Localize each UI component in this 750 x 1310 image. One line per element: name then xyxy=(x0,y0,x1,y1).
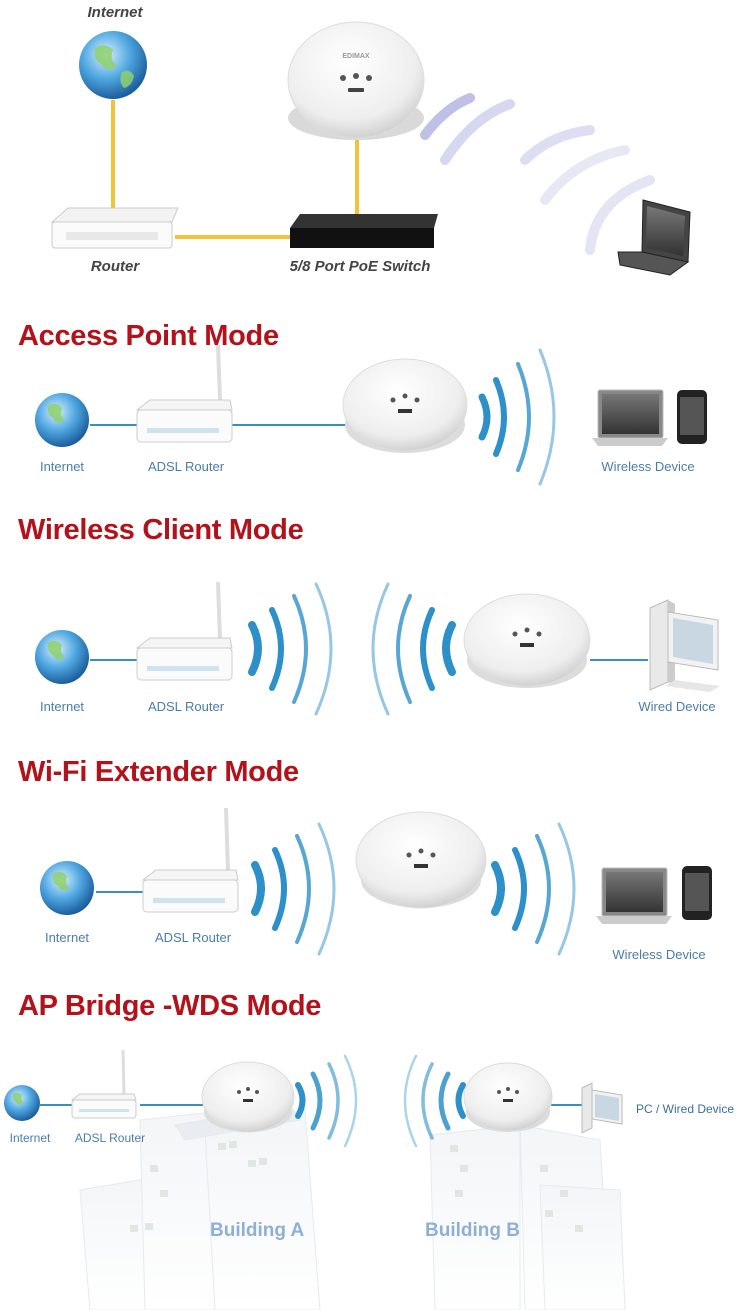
internet-label: Internet xyxy=(44,930,90,945)
wifi-extender-mode-diagram xyxy=(40,807,712,956)
wired-device-label: Wired Device xyxy=(638,699,716,714)
ap-brand-text: EDIMAX xyxy=(342,53,370,60)
internet-label: Internet xyxy=(39,699,85,714)
wireless-client-mode-diagram xyxy=(35,581,720,716)
adsl-router-label: ADSL Router xyxy=(147,459,225,474)
globe-icon xyxy=(4,1085,40,1121)
wifi-waves-icon xyxy=(420,93,655,255)
laptop-icon xyxy=(592,389,668,446)
building-icon xyxy=(79,1104,321,1310)
wireless-client-mode-title: Wireless Client Mode xyxy=(18,514,304,546)
globe-icon xyxy=(35,393,89,447)
topology-diagram: EDIMAX xyxy=(50,21,691,276)
laptop-icon xyxy=(617,199,691,276)
poe-switch-icon xyxy=(290,214,438,248)
wifi-extender-mode-title: Wi-Fi Extender Mode xyxy=(18,756,299,788)
adsl-router-label: ADSL Router xyxy=(74,1131,146,1145)
router-icon xyxy=(50,207,179,249)
globe-icon xyxy=(79,31,147,99)
access-point-mode-title: Access Point Mode xyxy=(18,320,279,352)
router-icon xyxy=(141,807,239,913)
adsl-router-label: ADSL Router xyxy=(147,699,225,714)
internet-label: Internet xyxy=(87,4,143,21)
router-icon xyxy=(70,1049,137,1119)
internet-label: Internet xyxy=(9,1131,51,1145)
wifi-waves-icon xyxy=(248,582,456,716)
wireless-device-label: Wireless Device xyxy=(612,947,706,962)
access-point-icon: EDIMAX xyxy=(287,21,425,140)
building-windows xyxy=(130,1141,583,1232)
globe-icon xyxy=(35,630,89,684)
access-point-icon xyxy=(342,358,468,453)
wds-mode-title: AP Bridge -WDS Mode xyxy=(18,990,322,1022)
access-point-icon xyxy=(355,811,487,909)
phone-icon xyxy=(677,390,707,444)
wifi-waves-icon xyxy=(478,348,556,486)
router-icon xyxy=(135,581,233,681)
router-icon xyxy=(135,344,233,443)
poe-switch-label: 5/8 Port PoE Switch xyxy=(289,258,431,275)
phone-icon xyxy=(682,866,712,920)
access-point-icon xyxy=(201,1061,295,1133)
wifi-waves-icon xyxy=(295,1054,466,1148)
pc-wired-device-label: PC / Wired Device xyxy=(636,1102,735,1116)
building-icon xyxy=(429,1124,626,1310)
access-point-icon xyxy=(463,1062,553,1132)
access-point-mode-diagram xyxy=(35,344,707,486)
adsl-router-label: ADSL Router xyxy=(154,930,232,945)
globe-icon xyxy=(40,861,94,915)
building-a-label: Building A xyxy=(210,1220,305,1241)
wireless-device-label: Wireless Device xyxy=(601,459,695,474)
internet-label: Internet xyxy=(39,459,85,474)
desktop-pc-icon xyxy=(581,1082,623,1134)
desktop-pc-icon xyxy=(649,599,720,692)
building-b-label: Building B xyxy=(425,1220,520,1241)
router-label: Router xyxy=(90,258,140,275)
wds-mode-diagram xyxy=(4,1049,626,1310)
wifi-waves-icon xyxy=(251,822,576,956)
laptop-icon xyxy=(596,867,672,924)
access-point-icon xyxy=(463,593,591,688)
